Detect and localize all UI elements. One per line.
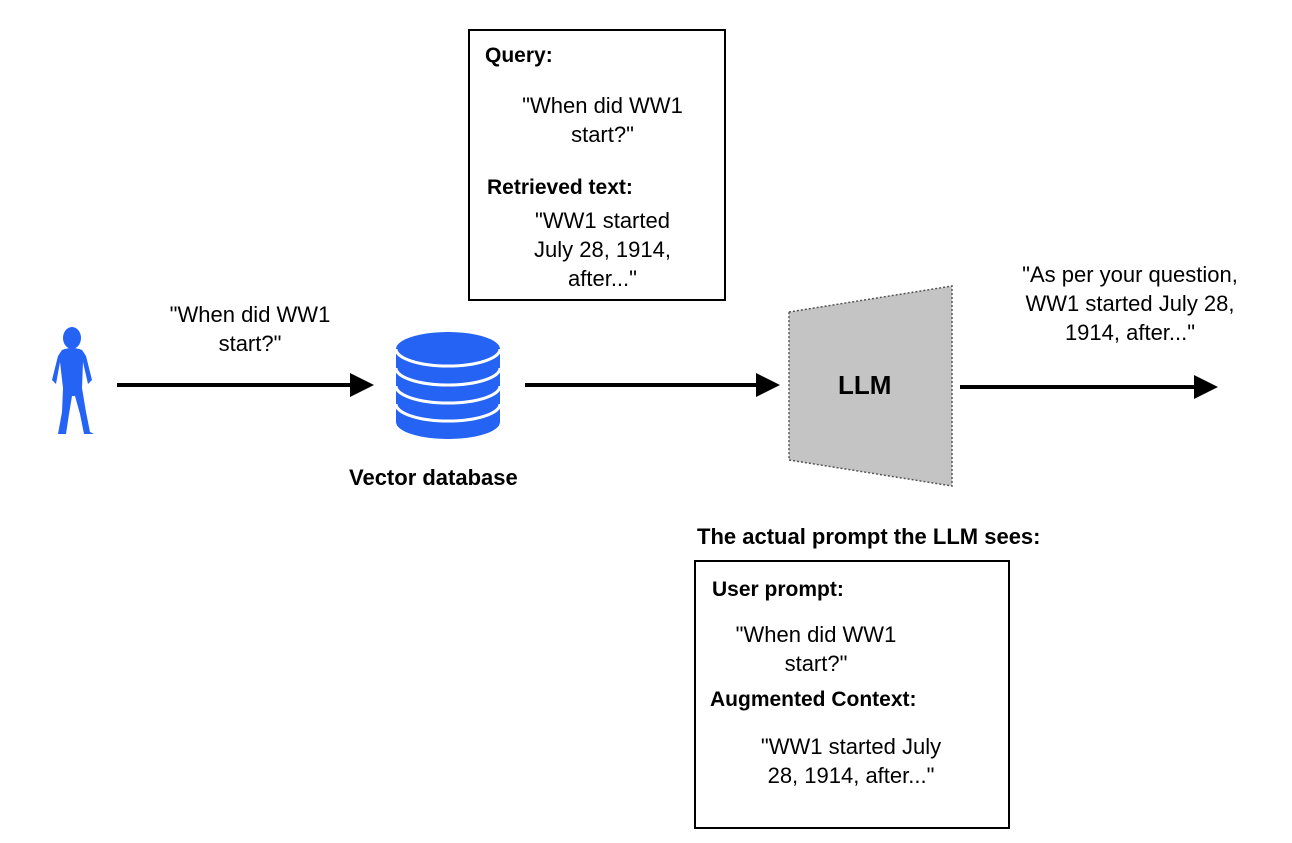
query-retrieval-box: Query: "When did WW1 start?" Retrieved t… — [468, 29, 726, 301]
augmented-context-text: "WW1 started July 28, 1914, after..." — [726, 732, 976, 790]
retrieved-line1: "WW1 started — [535, 208, 670, 233]
actual-prompt-heading: The actual prompt the LLM sees: — [697, 524, 1041, 549]
augmented-context-label: Augmented Context: — [710, 688, 917, 711]
output-line3: 1914, after..." — [1064, 320, 1196, 345]
retrieved-line3: after..." — [568, 266, 637, 291]
vector-database-label: Vector database — [349, 465, 518, 490]
retrieved-text: "WW1 started July 28, 1914, after..." — [490, 206, 715, 293]
query-text: "When did WW1 start?" — [490, 91, 715, 149]
user-prompt-line1: "When did WW1 — [735, 622, 897, 647]
user-prompt-line2: start?" — [784, 651, 848, 676]
llm-block — [788, 285, 953, 487]
arrow-db-to-llm — [525, 373, 780, 397]
user-query-text: "When did WW1 start?" — [145, 300, 355, 358]
arrow-user-to-db — [117, 373, 374, 397]
person-icon — [52, 327, 94, 434]
user-query-line2: start?" — [218, 331, 282, 356]
llm-output-text: "As per your question, WW1 started July … — [995, 260, 1265, 347]
query-label: Query: — [485, 44, 553, 67]
user-prompt-label: User prompt: — [712, 578, 844, 601]
augmented-line2: 28, 1914, after..." — [767, 763, 935, 788]
output-line2: WW1 started July 28, — [1025, 291, 1235, 316]
query-line1: "When did WW1 — [522, 93, 683, 118]
augmented-line1: "WW1 started July — [760, 734, 942, 759]
llm-label: LLM — [838, 370, 892, 400]
vector-database-icon — [394, 332, 502, 439]
retrieved-text-label: Retrieved text: — [487, 176, 633, 199]
retrieved-line2: July 28, 1914, — [534, 237, 671, 262]
query-line2: start?" — [571, 122, 634, 147]
user-prompt-text: "When did WW1 start?" — [706, 620, 926, 678]
arrow-llm-to-output — [960, 375, 1218, 399]
user-query-line1: "When did WW1 — [169, 302, 331, 327]
output-line1: "As per your question, — [1022, 262, 1238, 287]
actual-prompt-box: User prompt: "When did WW1 start?" Augme… — [694, 560, 1010, 829]
